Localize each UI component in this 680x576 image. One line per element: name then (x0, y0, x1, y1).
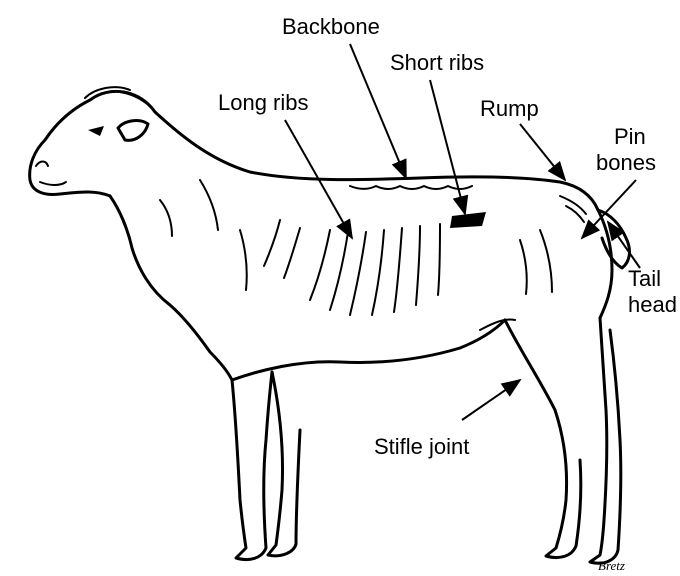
pin-bones-arrow (582, 180, 636, 238)
label-tail-head-line2: head (628, 292, 677, 317)
pointer-arrows (285, 44, 640, 420)
sheep-eye (88, 126, 104, 136)
sheep-illustration (30, 87, 630, 563)
sheep-muzzle (36, 162, 66, 186)
stifle-joint-arrow (462, 380, 520, 420)
backbone-bumps (350, 186, 472, 189)
label-pin-bones-line2: bones (596, 150, 656, 175)
pin-bones-detail (560, 196, 586, 222)
rump-arrow (520, 124, 565, 180)
long-ribs-lines (264, 220, 440, 315)
sheep-ear (118, 121, 148, 141)
short-ribs-arrow (430, 80, 465, 214)
sheep-head (30, 91, 155, 196)
short-ribs-shading (450, 212, 486, 228)
label-backbone: Backbone (282, 14, 380, 39)
label-stifle-joint: Stifle joint (374, 434, 469, 459)
sheep-front-leg-near (232, 372, 272, 560)
label-pin-bones-line1: Pin (614, 124, 646, 149)
label-long-ribs: Long ribs (218, 90, 309, 115)
label-tail-head-line1: Tail (628, 266, 661, 291)
shoulder-detail (160, 180, 247, 290)
sheep-rear-leg-near (505, 320, 581, 558)
rear-quarter-detail (520, 230, 552, 294)
sheep-front-leg-far (268, 372, 300, 556)
sheep-rear-leg-far (590, 318, 621, 563)
label-short-ribs: Short ribs (390, 50, 484, 75)
label-rump: Rump (480, 96, 539, 121)
sheep-backline (155, 112, 598, 210)
artist-signature: Bretz (598, 558, 625, 573)
